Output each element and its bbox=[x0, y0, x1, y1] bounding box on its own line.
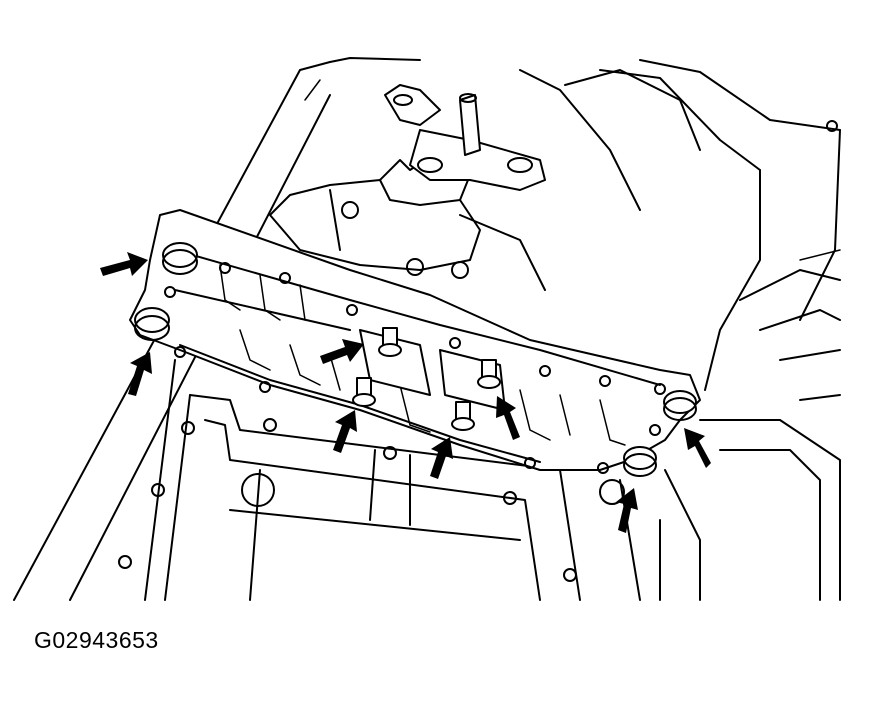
arrow-icon bbox=[616, 488, 638, 533]
arrow-icon bbox=[496, 396, 520, 440]
arrow-icon bbox=[128, 352, 152, 396]
arrow-icon bbox=[100, 252, 148, 276]
stud-nut-4 bbox=[451, 401, 475, 431]
figure-code-label: G02943653 bbox=[34, 627, 159, 653]
stud-nut-2 bbox=[477, 359, 501, 389]
bolt-right-upper bbox=[663, 390, 697, 421]
stud-nut-3 bbox=[352, 377, 376, 407]
bolt-left-upper bbox=[162, 242, 198, 275]
oil-pan bbox=[144, 359, 625, 601]
bolt-left-lower bbox=[134, 307, 170, 341]
bolt-location-arrows bbox=[100, 252, 711, 533]
arrow-icon bbox=[684, 428, 711, 468]
vehicle-floor-outline bbox=[13, 57, 841, 601]
shift-lever-housing bbox=[269, 84, 546, 291]
oil-pan-bolts bbox=[118, 120, 838, 582]
arrow-icon bbox=[430, 437, 453, 479]
stud-nut-1 bbox=[378, 327, 402, 357]
mount-bolts bbox=[134, 242, 697, 477]
transmission-crossmember-diagram bbox=[13, 57, 841, 601]
bolt-right-lower bbox=[623, 446, 657, 477]
arrow-icon bbox=[333, 410, 357, 453]
arrow-icon bbox=[320, 339, 364, 364]
